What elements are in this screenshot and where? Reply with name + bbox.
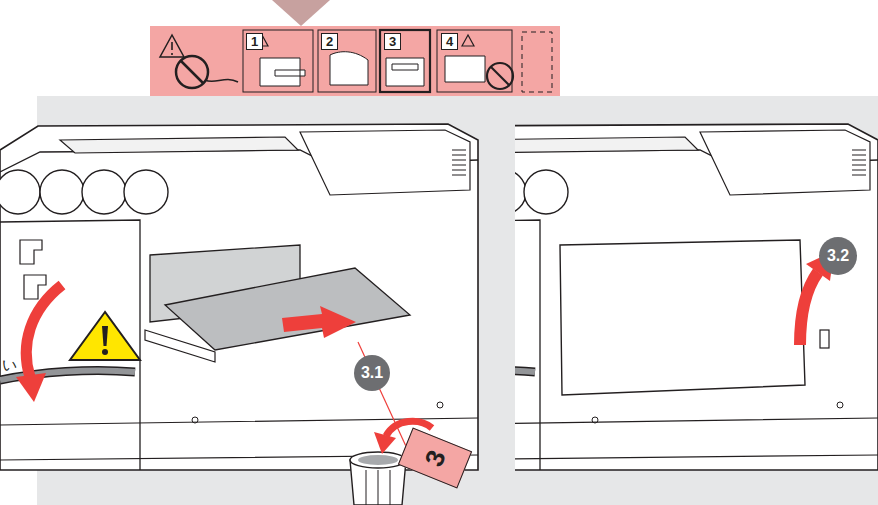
prohibit-symbol — [176, 56, 208, 88]
instruction-strip — [150, 26, 560, 98]
protective-sheet — [165, 268, 410, 350]
arrow-head — [16, 373, 46, 402]
step-number: 1 — [246, 33, 263, 50]
node-text: 2 — [326, 35, 333, 48]
step-panel — [437, 30, 512, 92]
warning-icon — [160, 35, 184, 57]
step-icon — [260, 58, 305, 86]
step-panel — [243, 30, 313, 92]
step-number: 3 — [384, 33, 401, 50]
printer-left — [0, 124, 478, 470]
latch — [820, 330, 829, 348]
prohibit-slash — [181, 61, 203, 83]
pointer-wedge — [272, 0, 330, 26]
closed-cover — [560, 240, 805, 395]
node-text: 4 — [446, 35, 453, 48]
node-text: 3.2 — [827, 248, 849, 264]
warning-icon — [462, 35, 474, 46]
callout-number: 3.1 — [354, 355, 390, 391]
open-arrow — [26, 285, 62, 377]
step-icon — [330, 52, 368, 85]
arrow-head — [374, 432, 396, 454]
node-text: 1 — [251, 35, 258, 48]
warning-triangle — [70, 312, 140, 360]
warning-mark — [102, 326, 108, 346]
trash-rim — [350, 452, 406, 468]
trash-ribs — [366, 470, 390, 505]
fragment-text: い — [2, 356, 17, 375]
prohibit-slash — [491, 67, 509, 85]
trash-opening — [358, 455, 398, 465]
cord-icon — [205, 79, 238, 82]
close-arrow — [800, 272, 818, 345]
pull-arrow — [282, 306, 356, 338]
printer-right — [515, 124, 878, 470]
step-panel-current — [380, 30, 430, 92]
blank-slot — [522, 32, 552, 92]
step-number: 2 — [321, 33, 338, 50]
step-number: 4 — [441, 33, 458, 50]
node-text: 3 — [420, 446, 450, 469]
step-panel — [318, 30, 376, 92]
warning-mark — [171, 42, 173, 55]
step-icon — [386, 58, 424, 86]
node-text: 3 — [389, 35, 396, 48]
callout-number: 3.2 — [819, 237, 857, 275]
warning-dot — [102, 349, 108, 355]
prohibit-symbol — [487, 63, 513, 89]
step-icon — [445, 56, 485, 82]
node-text: 3.1 — [361, 365, 383, 381]
